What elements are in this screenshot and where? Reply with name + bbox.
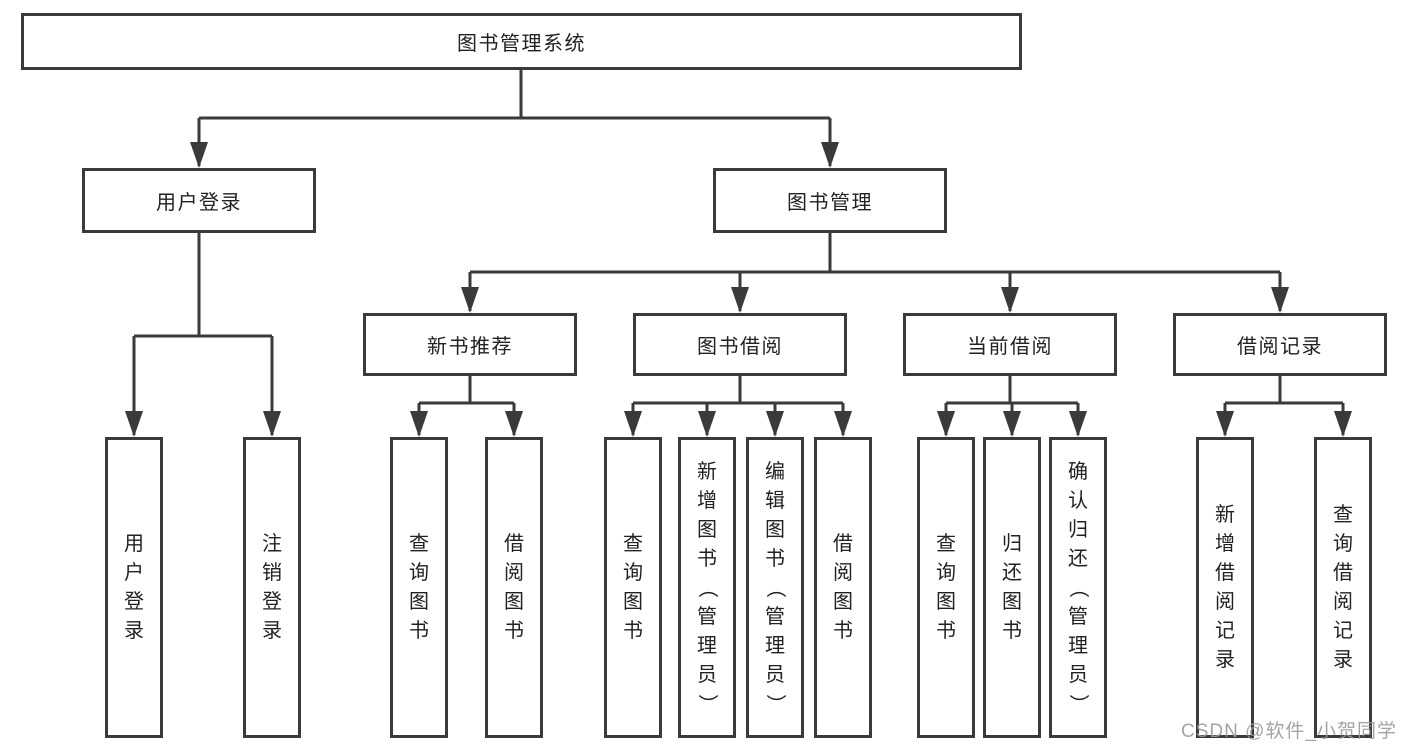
leaf-user-login: 用户登录: [105, 437, 163, 738]
leaf-search-books-borrow-label: 查询图书: [623, 533, 643, 642]
node-new-book-recommendation: 新书推荐: [363, 313, 577, 376]
leaf-borrow-books-recommend-label: 借阅图书: [504, 533, 524, 642]
node-book-management-label: 图书管理: [787, 192, 873, 214]
node-user-login-label: 用户登录: [156, 192, 242, 214]
leaf-add-books-admin: 新增图书（管理员）: [678, 437, 736, 738]
leaf-edit-books-admin-label: 编辑图书（管理员）: [764, 460, 786, 714]
leaf-confirm-return-admin-label: 确认归还（管理员）: [1067, 460, 1089, 714]
leaf-borrow-books-recommend: 借阅图书: [485, 437, 543, 738]
node-book-management: 图书管理: [713, 168, 947, 233]
leaf-borrow-books: 借阅图书: [814, 437, 872, 738]
node-current-borrowing-label: 当前借阅: [967, 336, 1053, 358]
leaf-logout-label: 注销登录: [262, 533, 282, 642]
leaf-search-books-current-label: 查询图书: [936, 533, 956, 642]
node-book-borrowing-label: 图书借阅: [697, 336, 783, 358]
leaf-search-books-borrow: 查询图书: [604, 437, 662, 738]
leaf-borrow-books-label: 借阅图书: [833, 533, 853, 642]
leaf-search-books-current: 查询图书: [917, 437, 975, 738]
leaf-confirm-return-admin: 确认归还（管理员）: [1049, 437, 1107, 738]
arrowheads: [125, 142, 1352, 437]
node-user-login: 用户登录: [82, 168, 316, 233]
leaf-search-borrow-record-label: 查询借阅记录: [1333, 504, 1353, 671]
node-borrowing-records-label: 借阅记录: [1237, 336, 1323, 358]
node-library-system: 图书管理系统: [21, 13, 1022, 70]
leaf-add-borrow-record: 新增借阅记录: [1196, 437, 1254, 738]
node-new-book-recommendation-label: 新书推荐: [427, 336, 513, 358]
leaf-return-books: 归还图书: [983, 437, 1041, 738]
csdn-watermark: CSDN @软件_小贺同学: [1181, 721, 1397, 742]
node-book-borrowing: 图书借阅: [633, 313, 847, 376]
leaf-add-books-admin-label: 新增图书（管理员）: [696, 460, 718, 714]
node-current-borrowing: 当前借阅: [903, 313, 1117, 376]
node-library-system-label: 图书管理系统: [457, 33, 586, 55]
leaf-user-login-label: 用户登录: [124, 533, 144, 642]
leaf-search-books-recommend: 查询图书: [390, 437, 448, 738]
leaf-search-borrow-record: 查询借阅记录: [1314, 437, 1372, 738]
leaf-add-borrow-record-label: 新增借阅记录: [1215, 504, 1235, 671]
leaf-logout: 注销登录: [243, 437, 301, 738]
leaf-return-books-label: 归还图书: [1002, 533, 1022, 642]
leaf-search-books-recommend-label: 查询图书: [409, 533, 429, 642]
leaf-edit-books-admin: 编辑图书（管理员）: [746, 437, 804, 738]
node-borrowing-records: 借阅记录: [1173, 313, 1387, 376]
